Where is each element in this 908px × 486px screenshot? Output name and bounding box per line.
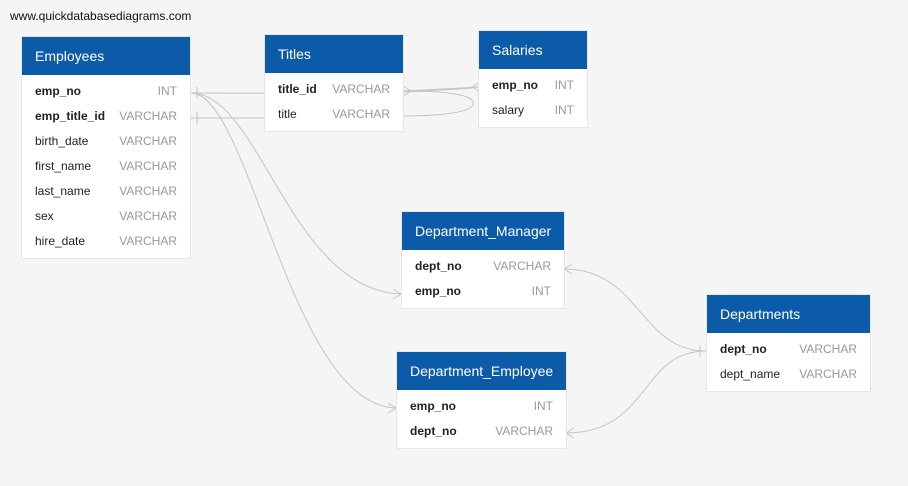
column-name: emp_no [35,84,82,98]
column-row[interactable]: last_name VARCHAR [22,179,190,204]
table-title[interactable]: Employees [22,37,190,75]
column-type: VARCHAR [332,82,390,96]
column-name: sex [35,209,54,223]
link-employees-dept-employee [190,92,397,409]
table-title[interactable]: Departments [707,295,870,333]
link-departments-dept-manager [563,268,707,352]
column-type: VARCHAR [119,184,177,198]
column-type: VARCHAR [119,234,177,248]
column-row[interactable]: emp_no INT [22,79,190,104]
table-title[interactable]: Salaries [479,31,587,69]
column-name: emp_no [492,78,539,92]
link-departments-dept-employee [565,350,707,434]
column-type: VARCHAR [799,367,857,381]
table-title[interactable]: Department_Employee [397,352,566,390]
column-type: VARCHAR [119,109,177,123]
watermark-text: www.quickdatabasediagrams.com [10,9,192,23]
column-row[interactable]: birth_date VARCHAR [22,129,190,154]
column-name: emp_title_id [35,109,106,123]
crowsfoot-salaries [471,81,481,93]
column-type: VARCHAR [332,107,390,121]
column-type: INT [554,78,574,92]
column-row[interactable]: dept_no VARCHAR [397,419,566,444]
column-name: dept_no [415,259,462,273]
column-name: birth_date [35,134,89,148]
column-row[interactable]: emp_title_id VARCHAR [22,104,190,129]
column-row[interactable]: emp_no INT [397,394,566,419]
column-type: VARCHAR [493,259,551,273]
column-name: emp_no [410,399,457,413]
table-department-manager[interactable]: Department_Manager dept_no VARCHAR emp_no… [402,212,564,308]
link-employees-dept-manager [190,92,402,295]
column-row[interactable]: first_name VARCHAR [22,154,190,179]
column-name: salary [492,103,525,117]
column-name: hire_date [35,234,86,248]
column-row[interactable]: salary INT [479,98,587,123]
column-row[interactable]: sex VARCHAR [22,204,190,229]
crowsfoot-dept-employee [387,402,397,414]
column-name: title_id [278,82,317,96]
column-type: INT [157,84,177,98]
column-type: VARCHAR [119,134,177,148]
link-titles-loop [403,90,474,117]
column-type: VARCHAR [119,209,177,223]
table-title[interactable]: Titles [265,35,403,73]
crowsfoot-titles [402,85,412,97]
column-row[interactable]: title_id VARCHAR [265,77,403,102]
column-row[interactable]: emp_no INT [479,73,587,98]
crowsfoot-dept-manager [392,288,402,300]
column-type: INT [554,103,574,117]
column-type: VARCHAR [119,159,177,173]
column-row[interactable]: emp_no INT [402,279,564,304]
table-title[interactable]: Department_Manager [402,212,564,250]
column-row[interactable]: hire_date VARCHAR [22,229,190,254]
column-type: INT [531,284,551,298]
table-department-employee[interactable]: Department_Employee emp_no INT dept_no VAR… [397,352,566,448]
column-name: emp_no [415,284,462,298]
column-row[interactable]: dept_name VARCHAR [707,362,870,387]
column-name: dept_no [720,342,767,356]
column-type: VARCHAR [495,424,553,438]
column-row[interactable]: dept_no VARCHAR [402,254,564,279]
column-name: dept_no [410,424,457,438]
crowsfoot-de-dept [565,427,575,439]
column-name: dept_name [720,367,781,381]
crowsfoot-dm-dept [563,263,573,275]
column-name: first_name [35,159,92,173]
column-type: VARCHAR [799,342,857,356]
column-row[interactable]: dept_no VARCHAR [707,337,870,362]
column-row[interactable]: title VARCHAR [265,102,403,127]
column-name: title [278,107,297,121]
column-type: INT [533,399,553,413]
column-name: last_name [35,184,91,198]
